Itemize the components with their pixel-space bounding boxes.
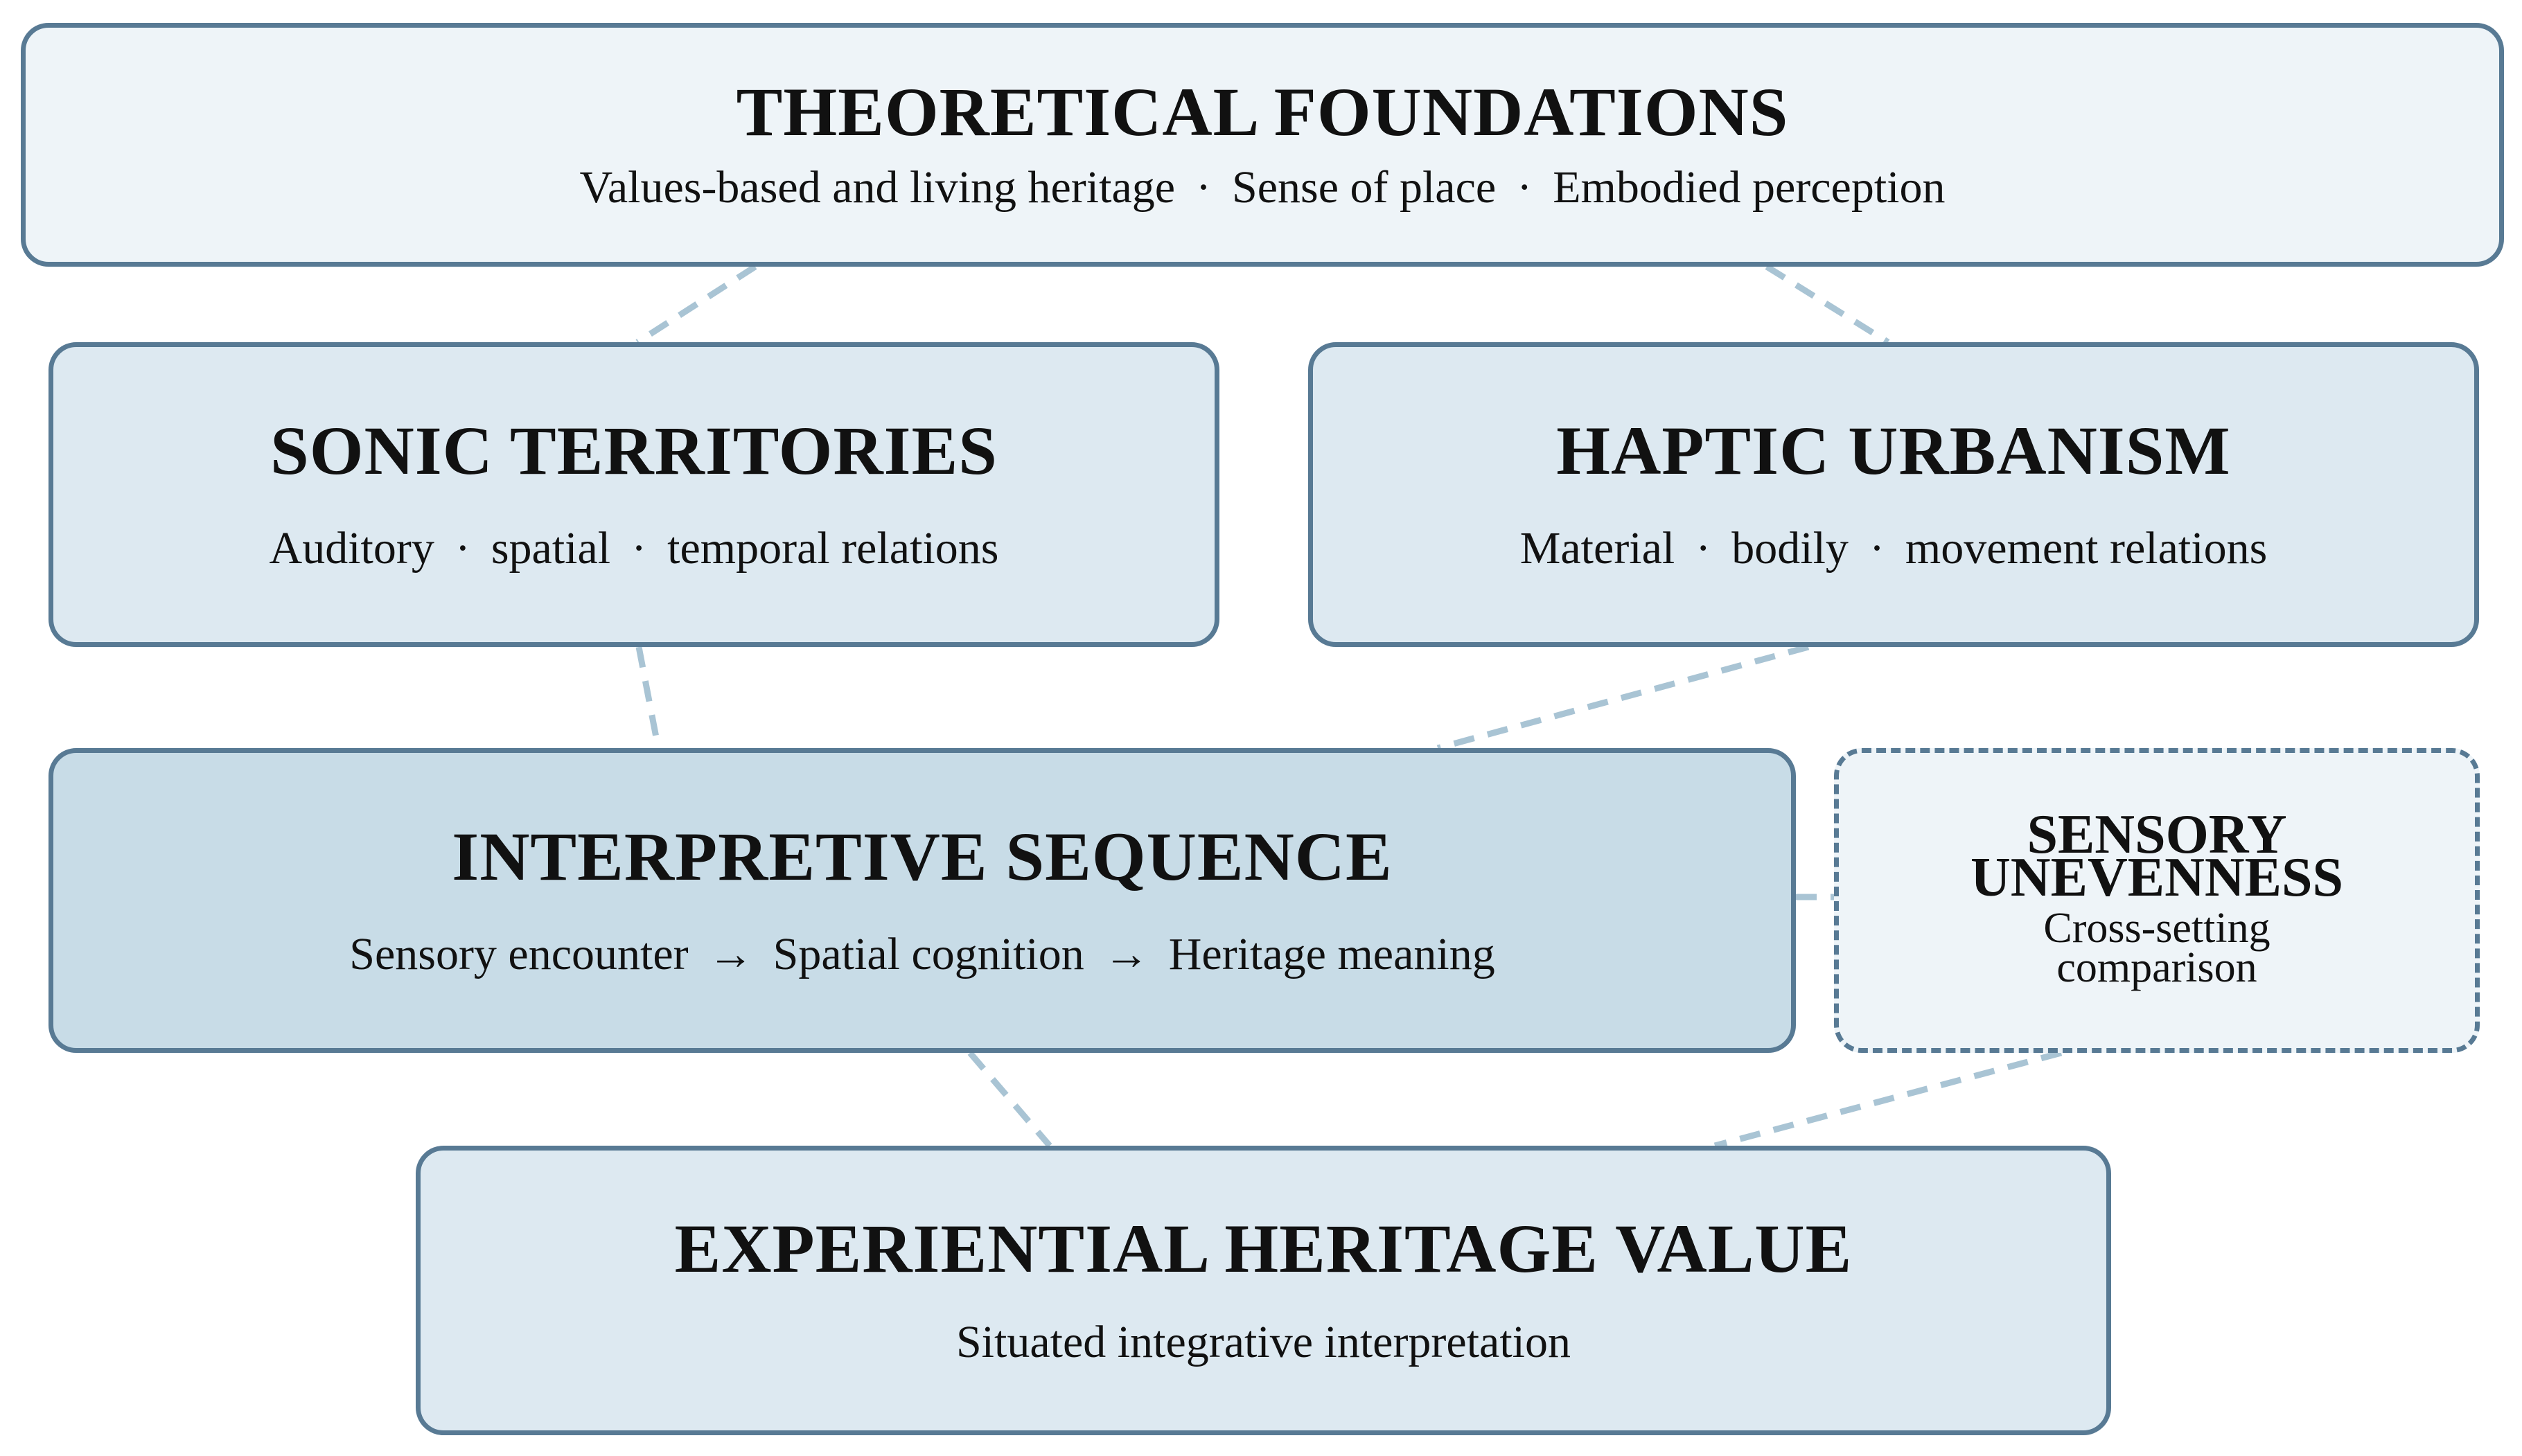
arrow-right-icon: → — [1103, 929, 1149, 980]
haptic-urbanism-box: HAPTIC URBANISM Material · bodily · movement… — [1308, 342, 2479, 647]
experiential-heritage-value-title: EXPERIENTIAL HERITAGE VALUE — [674, 1210, 1853, 1288]
haptic-item-movement-relations: movement relations — [1905, 523, 2268, 574]
separator-dot: · — [631, 523, 647, 574]
experiential-heritage-value-box: EXPERIENTIAL HERITAGE VALUE Situated int… — [416, 1146, 2111, 1435]
haptic-item-bodily: bodily — [1731, 523, 1849, 574]
experiential-heritage-value-subtitle: Situated integrative interpretation — [955, 1317, 1571, 1368]
interpretive-sequence-box: INTERPRETIVE SEQUENCE Sensory encounter →… — [48, 748, 1796, 1053]
theoretical-foundations-title: THEORETICAL FOUNDATIONS — [736, 73, 1789, 151]
sequence-step-spatial-cognition: Spatial cognition — [773, 929, 1084, 980]
separator-dot: · — [1196, 162, 1212, 213]
theoretical-foundations-items: Values-based and living heritage · Sense o… — [579, 160, 1945, 215]
sensory-unevenness-subtitle-line2: comparison — [2056, 944, 2257, 992]
interpretive-sequence-steps: Sensory encounter → Spatial cognition → Heri… — [349, 927, 1494, 982]
separator-dot: · — [1869, 523, 1885, 574]
foundations-item-values-heritage: Values-based and living heritage — [579, 162, 1176, 213]
sequence-step-sensory-encounter: Sensory encounter — [349, 929, 689, 980]
connector-haptic-sequence — [1436, 643, 1810, 752]
connector-sonic-sequence — [635, 646, 662, 749]
foundations-item-embodied-perception: Embodied perception — [1553, 162, 1946, 213]
theoretical-foundations-box: THEORETICAL FOUNDATIONS Values-based and… — [21, 23, 2504, 267]
foundations-item-sense-of-place: Sense of place — [1232, 162, 1497, 213]
sonic-item-temporal-relations: temporal relations — [667, 523, 999, 574]
sensory-unevenness-title: SENSORY UNEVENNESS — [1970, 804, 2343, 908]
connector-unevenness-experiential — [1713, 1049, 2063, 1149]
haptic-item-material: Material — [1519, 523, 1675, 574]
sonic-item-auditory: Auditory — [269, 523, 434, 574]
separator-dot: · — [1695, 523, 1711, 574]
sonic-territories-title: SONIC TERRITORIES — [270, 412, 998, 490]
sensory-unevenness-subtitle: Cross-setting comparison — [2043, 905, 2270, 992]
separator-dot: · — [1517, 162, 1533, 213]
sonic-territories-items: Auditory · spatial · temporal relations — [270, 521, 999, 576]
connector-foundations-haptic — [1765, 264, 1890, 345]
sensory-unevenness-title-line1: SENSORY — [2027, 804, 2287, 865]
sequence-step-heritage-meaning: Heritage meaning — [1168, 929, 1495, 980]
sensory-unevenness-title-line2: UNEVENNESS — [1970, 846, 2343, 908]
sonic-territories-box: SONIC TERRITORIES Auditory · spatial · tempo… — [48, 342, 1219, 647]
sensory-unevenness-box: SENSORY UNEVENNESS Cross-setting compari… — [1834, 748, 2480, 1053]
haptic-urbanism-items: Material · bodily · movement relations — [1520, 521, 2268, 576]
sonic-item-spatial: spatial — [491, 523, 611, 574]
connector-foundations-sonic — [635, 264, 757, 345]
separator-dot: · — [455, 523, 470, 574]
interpretive-sequence-title: INTERPRETIVE SEQUENCE — [452, 818, 1393, 896]
connector-sequence-experiential — [967, 1051, 1052, 1148]
haptic-urbanism-title: HAPTIC URBANISM — [1556, 412, 2231, 490]
arrow-right-icon: → — [707, 929, 754, 980]
sensory-unevenness-subtitle-line1: Cross-setting — [2043, 905, 2270, 952]
